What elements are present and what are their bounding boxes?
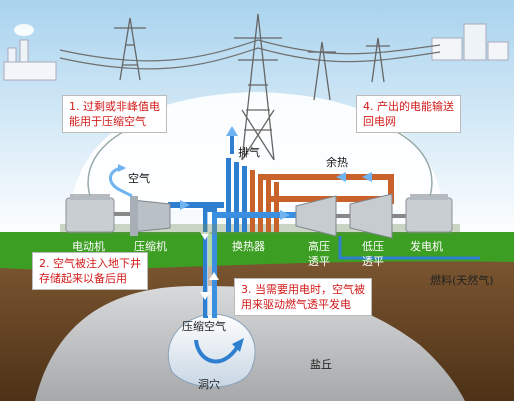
motor-icon bbox=[65, 194, 132, 233]
hp-turbine-icon bbox=[295, 195, 337, 237]
generator-label: 发电机 bbox=[410, 240, 443, 253]
cavern bbox=[167, 313, 256, 388]
callout-2: 2. 空气被注入地下井 存储起来以备后用 bbox=[32, 252, 148, 290]
cavern-label: 洞穴 bbox=[198, 378, 220, 391]
hp-turbine-label-1: 高压 bbox=[308, 240, 330, 253]
compressed-air-label: 压缩空气 bbox=[182, 320, 226, 333]
compressor-label: 压缩机 bbox=[134, 240, 167, 253]
waste-heat-label: 余热 bbox=[326, 156, 348, 169]
factory-icon bbox=[3, 24, 57, 81]
injection-shaft bbox=[203, 210, 208, 318]
withdrawal-shaft bbox=[212, 210, 217, 318]
waste-heat-arrow bbox=[336, 172, 346, 182]
exhaust-arrow bbox=[226, 126, 238, 136]
air-label: 空气 bbox=[128, 172, 150, 185]
fuel-label: 燃料(天然气) bbox=[430, 274, 494, 287]
motor-label: 电动机 bbox=[72, 240, 105, 253]
generator-icon bbox=[392, 194, 453, 233]
cavern-air-arrow bbox=[194, 339, 240, 364]
lp-turbine-icon bbox=[349, 193, 393, 239]
compressor-icon bbox=[130, 196, 171, 236]
compressed-air-pipe bbox=[168, 202, 224, 208]
lp-turbine-label-2: 透平 bbox=[362, 255, 384, 268]
heat-exchanger-label: 换热器 bbox=[232, 240, 265, 253]
buildings-icon bbox=[431, 23, 509, 61]
callout-1: 1. 过剩或非峰值电 能用于压缩空气 bbox=[62, 95, 167, 133]
tower-icon bbox=[114, 13, 390, 161]
callout-4: 4. 产出的电能输送 回电网 bbox=[356, 95, 461, 133]
callout-3: 3. 当需要用电时，空气被 用来驱动燃气透平发电 bbox=[234, 278, 372, 316]
power-lines bbox=[59, 39, 441, 70]
hp-turbine-label-2: 透平 bbox=[308, 255, 330, 268]
exhaust-label: 排气 bbox=[238, 146, 260, 159]
salt-dome-label: 盐丘 bbox=[310, 358, 332, 371]
heat-exchanger bbox=[226, 158, 279, 232]
lp-turbine-label-1: 低压 bbox=[362, 240, 384, 253]
turbine-feed-pipe bbox=[217, 212, 297, 218]
fuel-pipe bbox=[338, 236, 480, 260]
